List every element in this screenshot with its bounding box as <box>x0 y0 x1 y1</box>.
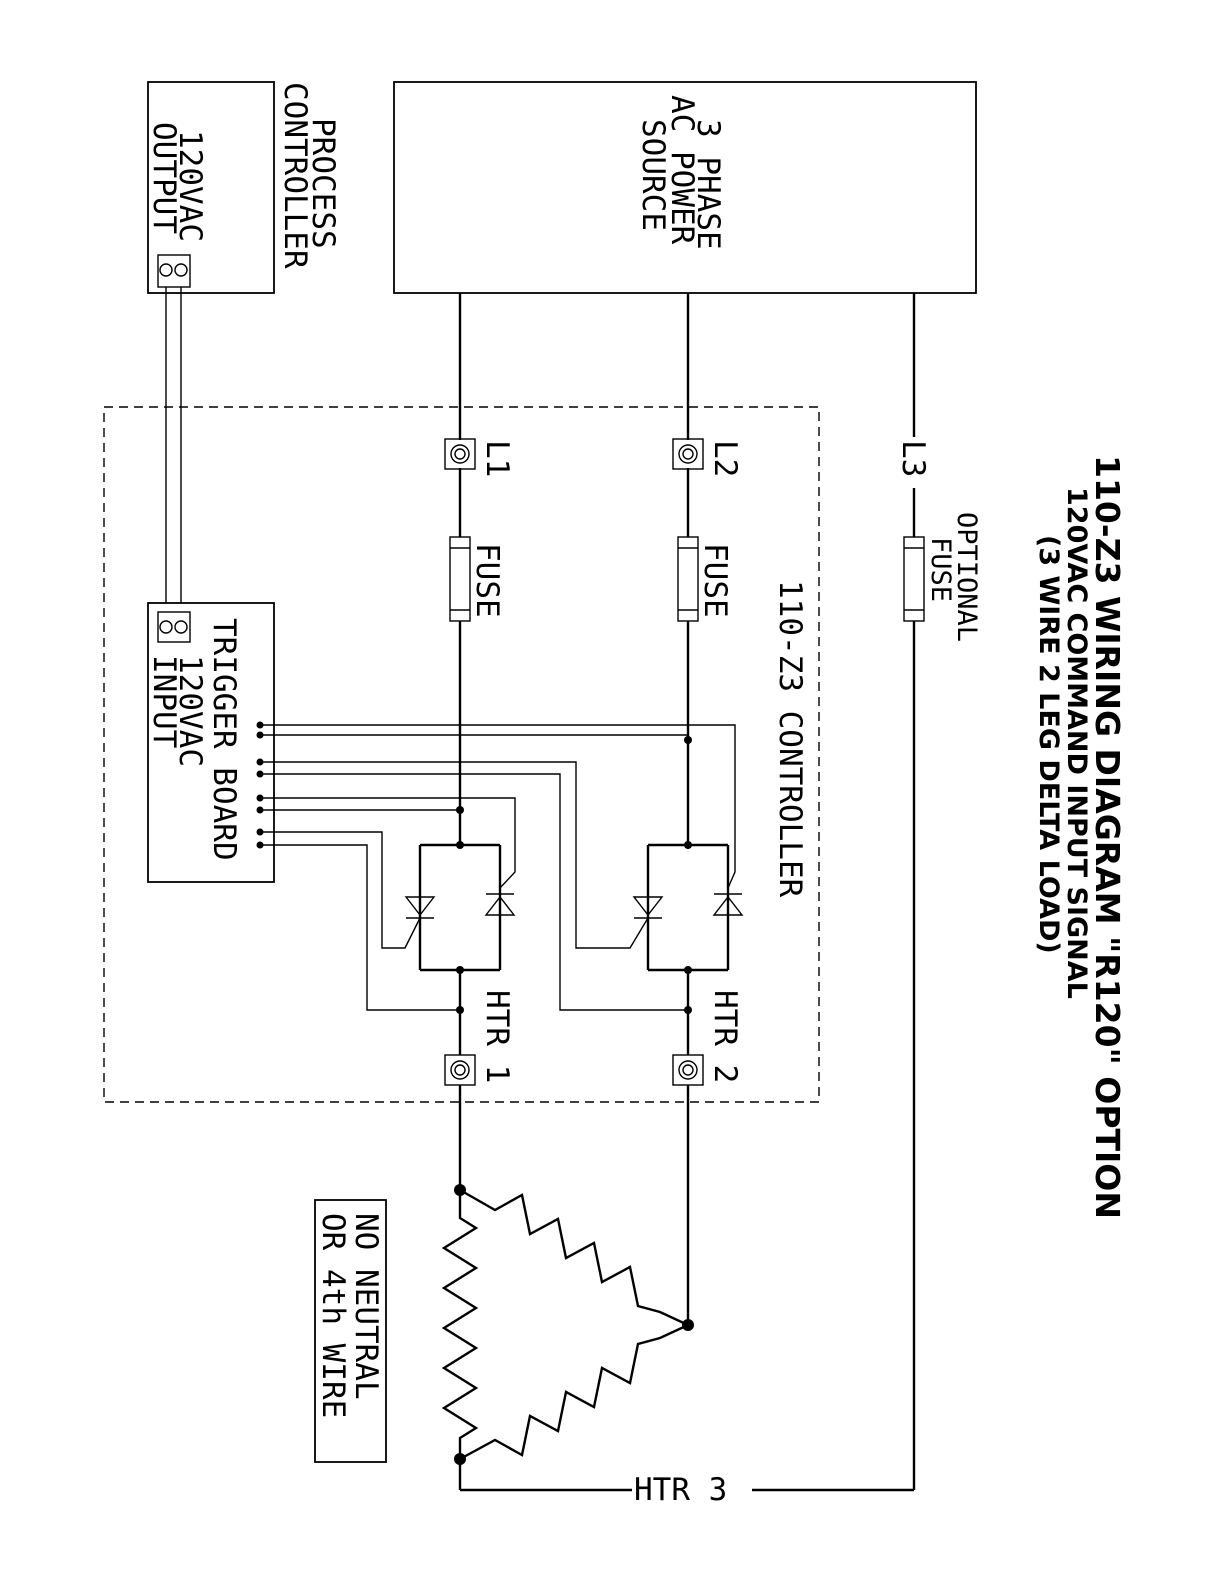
fuse-2-label: FUSE <box>697 543 733 618</box>
optional-fuse-icon <box>904 537 924 621</box>
trigger-board-block: TRIGGER BOARD 120VAC INPUT <box>146 603 274 882</box>
heater-element-3 <box>460 1325 688 1459</box>
htr1-terminal-icon <box>445 1055 475 1085</box>
htr3-label: HTR 3 <box>634 1472 727 1508</box>
l2-terminal-icon <box>673 439 703 469</box>
fuses: FUSE FUSE OPTIONAL FUSE <box>450 512 982 642</box>
heater-terminals: HTR 1 HTR 2 <box>445 990 743 1325</box>
power-source-line-3: SOURCE <box>635 119 671 231</box>
process-controller-block: PROCESS CONTROLLER 120VAC OUTPUT <box>146 82 341 293</box>
l1-terminal-icon <box>445 439 475 469</box>
l3-label: L3 <box>895 440 931 477</box>
trigger-board-line-3: INPUT <box>146 655 182 748</box>
command-signal-wires <box>166 287 181 612</box>
htr2-terminal-icon <box>673 1055 703 1085</box>
process-controller-output-2: OUTPUT <box>146 122 182 234</box>
delta-load <box>444 1184 694 1465</box>
heater-element-2 <box>460 1190 688 1325</box>
fuse-2-icon <box>678 537 698 621</box>
l2-label: L2 <box>707 440 743 477</box>
controller-label: 110-Z3 CONTROLLER <box>772 580 808 898</box>
note-line-2: OR 4th WIRE <box>315 1213 351 1418</box>
htr2-label: HTR 2 <box>707 990 743 1083</box>
fuse-1-label: FUSE <box>469 543 505 618</box>
title-line-2: 120VAC COMMAND INPUT SIGNAL <box>1061 487 1092 999</box>
note-box: NO NEUTRAL OR 4th WIRE <box>315 1200 386 1462</box>
trigger-board-line-1: TRIGGER BOARD <box>206 618 242 861</box>
diagram-title: 110-Z3 WIRING DIAGRAM "R120" OPTION 120V… <box>1033 455 1127 1219</box>
fuse-1-icon <box>450 537 470 621</box>
note-line-1: NO NEUTRAL <box>348 1213 384 1400</box>
optional-fuse-label-2: FUSE <box>925 537 956 602</box>
l1-label: L1 <box>479 440 515 477</box>
power-source-block: 3 PHASE AC POWER SOURCE <box>394 82 976 293</box>
heater-element-1 <box>444 1190 476 1459</box>
htr1-label: HTR 1 <box>479 990 515 1083</box>
title-line-3: (3 WIRE 2 LEG DELTA LOAD) <box>1033 535 1064 954</box>
title-line-1: 110-Z3 WIRING DIAGRAM "R120" OPTION <box>1088 455 1127 1219</box>
process-controller-line-2: CONTROLLER <box>277 82 313 269</box>
